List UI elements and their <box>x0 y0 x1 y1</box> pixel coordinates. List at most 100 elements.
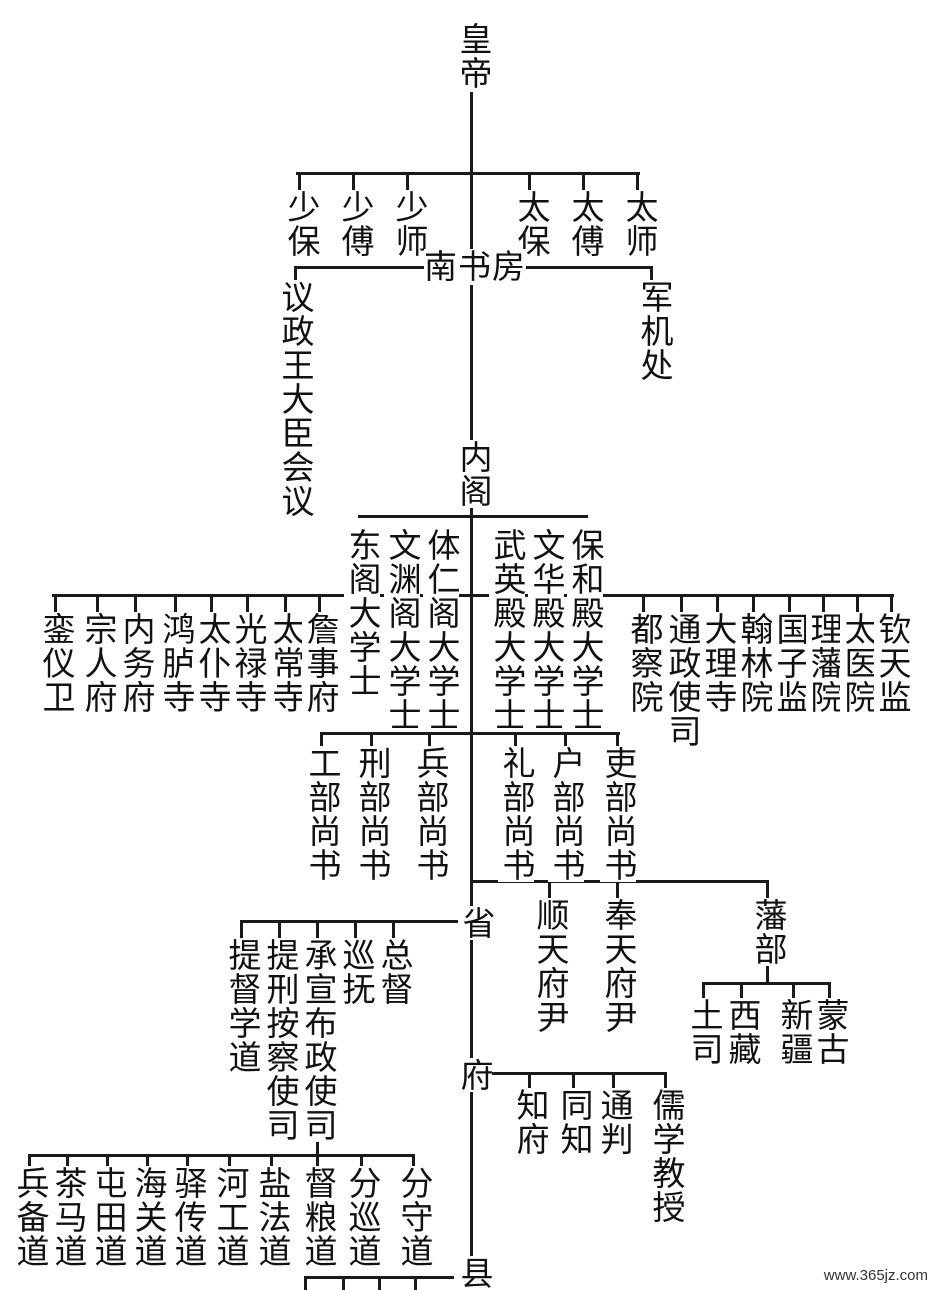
office-tick <box>716 594 719 612</box>
office-tick <box>856 594 859 612</box>
province-tick <box>354 920 357 938</box>
node-grand-secretary: 保和殿大学士 <box>566 528 605 732</box>
advisor-tick <box>528 172 531 190</box>
node-circuit: 河工道 <box>211 1166 250 1268</box>
fanbu-drop <box>766 966 769 984</box>
province-tick <box>240 920 243 938</box>
node-office: 銮仪卫 <box>37 612 76 714</box>
node-fanbu-sub: 新疆 <box>775 998 814 1066</box>
province-bar <box>240 920 458 923</box>
province-tick <box>278 920 281 938</box>
node-advisor: 少傅 <box>336 190 375 258</box>
circuit-tick <box>316 1154 319 1168</box>
circuit-tick <box>228 1154 231 1168</box>
advisor-tick <box>582 172 585 190</box>
node-circuit: 屯田道 <box>89 1166 128 1268</box>
node-south-study: 南书房 <box>424 247 526 286</box>
county-tick <box>304 1276 307 1290</box>
node-circuit: 分巡道 <box>343 1166 382 1268</box>
node-minister: 刑部尚书 <box>353 746 392 882</box>
node-advisor: 少师 <box>390 190 429 258</box>
circuits-bar <box>28 1154 414 1157</box>
node-circuit: 驿传道 <box>169 1166 208 1268</box>
local-tick <box>616 880 619 898</box>
node-fanbu-sub: 西藏 <box>723 998 762 1066</box>
node-province: 省 <box>457 906 496 940</box>
office-tick <box>284 594 287 612</box>
node-minister: 户部尚书 <box>547 746 586 882</box>
office-tick <box>890 594 893 612</box>
node-office: 钦天监 <box>873 612 912 714</box>
office-tick <box>752 594 755 612</box>
circuit-tick <box>186 1154 189 1168</box>
prefecture-bar <box>490 1072 666 1075</box>
fanbu-tick <box>792 982 795 998</box>
node-circuit: 督粮道 <box>299 1166 338 1268</box>
office-tick <box>822 594 825 612</box>
node-province-official: 提刑按察使司 <box>261 938 300 1142</box>
watermark-text: www.365jz.com <box>823 1267 928 1284</box>
node-prefecture-official: 同知 <box>555 1088 594 1156</box>
advisor-tick <box>352 172 355 190</box>
node-emperor: 皇帝 <box>454 22 493 90</box>
advisor-tick <box>636 172 639 190</box>
minister-tick <box>514 732 517 746</box>
node-grand-secretary: 东阁大学士 <box>343 528 382 698</box>
office-tick <box>210 594 213 612</box>
node-office: 詹事府 <box>301 612 340 714</box>
node-office: 内务府 <box>117 612 156 714</box>
node-office: 国子监 <box>771 612 810 714</box>
node-prefect: 奉天府尹 <box>599 898 638 1034</box>
office-tick <box>642 594 645 612</box>
office-tick <box>246 594 249 612</box>
minister-tick <box>320 732 323 746</box>
office-tick <box>96 594 99 612</box>
node-grand-secretary: 文渊阁大学士 <box>383 528 422 732</box>
circuit-tick <box>360 1154 363 1168</box>
province-tick <box>392 920 395 938</box>
node-prefecture-official: 知府 <box>511 1088 550 1156</box>
minister-tick <box>428 732 431 746</box>
node-office: 太常寺 <box>267 612 306 714</box>
node-office: 都察院 <box>625 612 664 714</box>
node-grand-secretary: 武英殿大学士 <box>488 528 527 732</box>
office-tick <box>318 594 321 612</box>
node-circuit: 茶马道 <box>49 1166 88 1268</box>
office-tick <box>680 594 683 612</box>
node-minister: 吏部尚书 <box>599 746 638 882</box>
trunk-line <box>470 92 473 1290</box>
node-province-official: 巡抚 <box>337 938 376 1006</box>
node-prefecture-official: 儒学教授 <box>647 1088 686 1224</box>
circuit-tick <box>146 1154 149 1168</box>
fanbu-tick <box>828 982 831 998</box>
node-office: 太医院 <box>839 612 878 714</box>
fanbu-tick <box>740 982 743 998</box>
node-council: 议政王大臣会议 <box>276 280 315 518</box>
circuit-tick <box>412 1154 415 1168</box>
county-tick <box>414 1276 417 1290</box>
node-office: 光禄寺 <box>229 612 268 714</box>
minister-tick <box>370 732 373 746</box>
node-circuit: 盐法道 <box>253 1166 292 1268</box>
county-tick <box>378 1276 381 1290</box>
local-tick <box>766 880 769 898</box>
minister-tick <box>564 732 567 746</box>
council-drop <box>294 266 297 282</box>
node-province-official: 总督 <box>375 938 414 1006</box>
office-tick <box>174 594 177 612</box>
node-office: 宗人府 <box>79 612 118 714</box>
office-tick <box>54 594 57 612</box>
fanbu-tick <box>702 982 705 998</box>
circuit-tick <box>106 1154 109 1168</box>
node-circuit: 兵备道 <box>11 1166 50 1268</box>
node-prefect: 顺天府尹 <box>531 898 570 1034</box>
fanbu-bar <box>702 982 830 985</box>
office-tick <box>134 594 137 612</box>
node-minister: 兵部尚书 <box>411 746 450 882</box>
prefecture-tick <box>572 1072 575 1088</box>
node-office: 翰林院 <box>735 612 774 714</box>
office-tick <box>788 594 791 612</box>
secretaries-bar <box>358 515 588 518</box>
advisor-tick <box>406 172 409 190</box>
